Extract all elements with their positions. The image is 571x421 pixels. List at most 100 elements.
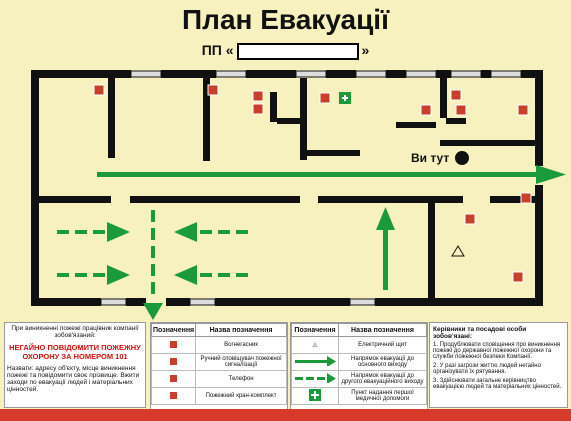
icons	[93, 84, 532, 283]
first-aid-cross-icon	[342, 95, 348, 101]
instructions-panel: При виникненні пожежі працівник компанії…	[4, 322, 146, 408]
alarm-call-point-icon	[520, 192, 532, 204]
instructions-line3: Назвати: адресу об'єкту, місце виникненн…	[7, 365, 140, 393]
wall-corridor-lower-3	[318, 196, 428, 203]
dashed-exit-arrowhead-down	[143, 303, 163, 320]
instructions-line1: При виникненні пожежі працівник компанії…	[11, 325, 139, 339]
fire-hose-icon	[169, 390, 179, 400]
fire-extinguisher-icon	[93, 84, 105, 96]
wall-partition-4	[270, 92, 277, 122]
wall-top-4	[326, 70, 356, 78]
wall-corridor-lower-2	[130, 196, 300, 203]
window	[349, 298, 376, 306]
alarm-call-point-icon	[169, 356, 179, 366]
wall-top-1	[31, 70, 131, 78]
window	[215, 70, 247, 78]
wall-top-3	[246, 70, 296, 78]
window	[355, 70, 387, 78]
wall-left	[31, 70, 39, 306]
wall-partition-1b	[108, 78, 115, 98]
legend2-row: Пункт надання першої медичної допомоги	[338, 387, 427, 405]
fire-extinguisher-icon	[517, 104, 529, 116]
legend1-row: Вогнегасник	[195, 336, 287, 354]
redacted-name	[236, 42, 359, 60]
you-are-here-marker	[455, 151, 469, 165]
fire-extinguisher-icon	[169, 339, 179, 349]
wall-partition-6	[396, 122, 436, 128]
window	[189, 298, 216, 306]
wall-partition-2	[203, 78, 210, 161]
legend1-col1: Позначення	[150, 323, 197, 337]
main-exit-arrow-icon	[295, 356, 336, 367]
window	[490, 70, 522, 78]
dashed-arrowhead-left	[174, 222, 197, 242]
wall-partition-1	[108, 78, 115, 158]
wall-partition-7	[440, 78, 447, 118]
window	[295, 70, 327, 78]
wall-right-lower	[535, 185, 543, 306]
legend2-row: Електричний щит	[338, 336, 427, 354]
wall-partition-5	[300, 150, 360, 156]
window	[450, 70, 482, 78]
legend1-row: Ручний сповіщувач пожежної сигналізації	[195, 353, 287, 371]
legend1-row: Телефон	[195, 370, 287, 388]
plan-subtitle: ПП «»	[0, 42, 571, 60]
telephone-icon	[512, 271, 524, 283]
plan-title: План Евакуації	[182, 4, 389, 35]
wall-partition-8	[440, 140, 543, 146]
dashed-route-upper	[57, 222, 248, 242]
legend1-col2: Назва позначення	[195, 323, 287, 337]
emergency-number-text: НЕГАЙНО ПОВІДОМИТИ ПОЖЕЖНУ ОХОРОНУ ЗА НО…	[9, 343, 141, 361]
fire-extinguisher-icon	[252, 103, 264, 115]
wall-partition-4h	[277, 118, 307, 124]
dashed-arrowhead-right	[107, 265, 130, 285]
telephone-icon	[450, 89, 462, 101]
up-route-line	[383, 228, 388, 290]
legend2-col1: Позначення	[291, 323, 339, 337]
telephone-icon	[169, 373, 179, 383]
wall-top-7	[481, 70, 491, 78]
electrical-panel-icon: ⚠	[312, 342, 318, 349]
walls	[31, 70, 543, 306]
wall-bottom-5	[375, 298, 543, 306]
wall-bottom-3	[166, 298, 190, 306]
dashed-route-lower	[57, 265, 248, 285]
wall-top-2	[161, 70, 216, 78]
wall-right-upper	[535, 70, 543, 166]
legend2-row: Напрямок евакуації до основного виходу	[338, 353, 427, 371]
subtitle-prefix: ПП «	[201, 42, 234, 58]
telephone-icon	[252, 90, 264, 102]
legend2-col2: Назва позначення	[338, 323, 427, 337]
responsibility-item: 3. Здійснювати загальне керівництво евак…	[433, 378, 562, 390]
wall-partition-9	[428, 196, 435, 306]
you-are-here-label: Ви тут	[411, 151, 450, 165]
dashed-arrowhead-right	[107, 222, 130, 242]
wall-partition-9h	[428, 196, 463, 203]
wall-bottom-4	[215, 298, 350, 306]
responsibility-item: 2. У разі загрози життю людей негайно ор…	[433, 363, 541, 375]
bottom-red-bar	[0, 409, 571, 421]
main-route-line	[97, 172, 537, 177]
fire-extinguisher-icon	[464, 213, 476, 225]
window	[130, 70, 162, 78]
responsibilities-panel: Керівники та посадові особи зобов'язані:…	[429, 322, 568, 408]
legend2-row: Напрямок евакуації до другого евакуаційн…	[338, 370, 427, 388]
up-arrowhead	[376, 207, 395, 230]
telephone-icon	[319, 92, 331, 104]
window	[405, 70, 437, 78]
fire-extinguisher-icon	[207, 84, 219, 96]
secondary-exit-arrow-icon	[295, 373, 336, 384]
legend1-row: Пожежний кран-комплект	[195, 387, 287, 405]
dashed-arrowhead-left	[174, 265, 197, 285]
fire-extinguisher-icon	[420, 104, 432, 116]
evacuation-arrows	[57, 165, 566, 320]
wall-bottom-1	[31, 298, 101, 306]
responsibility-item: 1. Продублювати сповіщення про виникненн…	[433, 342, 561, 360]
dashed-route-down	[143, 210, 163, 320]
first-aid-icon	[309, 389, 321, 401]
wall-bottom-2	[126, 298, 146, 306]
wall-partition-10	[490, 196, 535, 203]
wall-corridor-lower-1	[31, 196, 111, 203]
